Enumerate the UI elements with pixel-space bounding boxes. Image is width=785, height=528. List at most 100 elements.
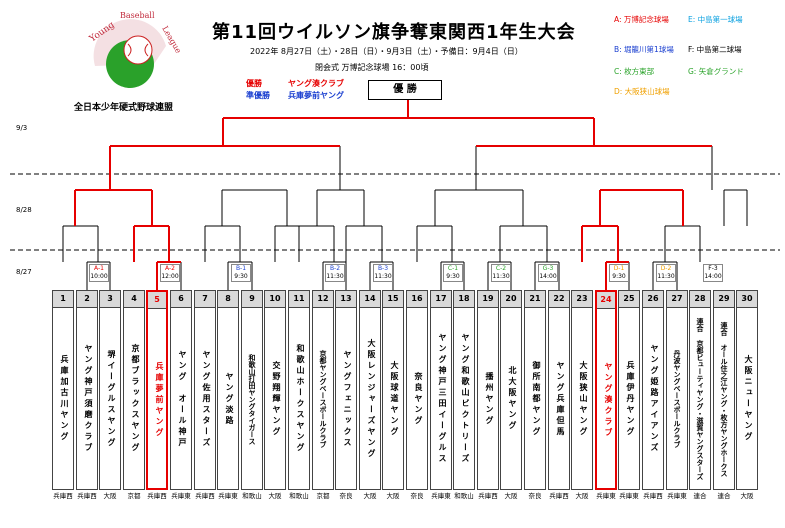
closing-ceremony: 閉会式 万博記念球場 16：00頃 [315, 63, 429, 72]
runnerup-team: 兵庫夢前ヤング [288, 91, 344, 100]
match-id: G-3 [542, 265, 554, 272]
team-name: 和歌山ホークスヤング [296, 344, 305, 454]
venue-e: E: 中島第一球場 [688, 15, 743, 24]
match-id: F-3 [708, 265, 718, 272]
team-prefecture: 奈良 [410, 492, 424, 500]
winner-team: ヤング湊クラブ [288, 79, 344, 88]
match-id: C-2 [495, 265, 507, 272]
team-prefecture: 奈良 [528, 492, 542, 500]
match-time: 9:30 [612, 273, 626, 280]
team-prefecture: 連合 [717, 492, 731, 500]
match-id: D-1 [613, 265, 625, 272]
team-name: 京都ヤングベースボールクラブ [319, 350, 327, 448]
team-prefecture: 大阪 [575, 492, 589, 500]
team-name: 兵庫伊丹ヤング [626, 360, 635, 438]
match-id: C-1 [447, 265, 459, 272]
match-time: 12:00 [161, 273, 179, 280]
team-column: 6 ヤング オール神戸 [170, 290, 192, 490]
team-number: 17 [431, 291, 451, 308]
team-number: 15 [383, 291, 403, 308]
team-number: 23 [572, 291, 592, 308]
team-prefecture: 大阪 [103, 492, 117, 500]
team-prefecture: 大阪 [386, 492, 400, 500]
champion-box: 優 勝 [368, 80, 442, 100]
match-id: B-3 [377, 265, 389, 272]
team-prefecture: 兵庫東 [218, 492, 238, 500]
team-prefecture: 和歌山 [289, 492, 309, 500]
team-prefecture: 兵庫西 [53, 492, 73, 500]
team-column: 11 和歌山ホークスヤング [288, 290, 310, 490]
match-time: 9:30 [234, 273, 248, 280]
svg-text:Baseball: Baseball [120, 11, 155, 20]
team-name: 大阪狭山ヤング [579, 360, 588, 438]
team-number: 7 [195, 291, 215, 308]
match-time: 9:30 [446, 273, 460, 280]
team-column: 23 大阪狭山ヤング [571, 290, 593, 490]
team-number: 14 [360, 291, 380, 308]
team-number: 28 [690, 291, 710, 308]
team-prefecture: 兵庫西 [643, 492, 663, 500]
team-name: 御所南都ヤング [532, 360, 541, 438]
team-number: 6 [171, 291, 191, 308]
team-number: 22 [549, 291, 569, 308]
team-name: 大阪レンジャーズヤング [367, 338, 376, 460]
match-id: A-2 [165, 265, 175, 272]
team-prefecture: 兵庫西 [549, 492, 569, 500]
match-time: 11:30 [492, 273, 510, 280]
team-prefecture: 兵庫西 [77, 492, 97, 500]
team-column: 2 ヤング神戸須磨クラブ [76, 290, 98, 490]
team-prefecture: 兵庫西 [195, 492, 215, 500]
team-column: 24 ヤング湊クラブ [595, 290, 617, 490]
team-name: ヤング オール神戸 [178, 349, 187, 449]
team-number: 11 [289, 291, 309, 308]
team-prefecture: 奈良 [339, 492, 353, 500]
org-name: 全日本少年硬式野球連盟 [74, 103, 174, 113]
match-time: 14:00 [539, 273, 557, 280]
team-prefecture: 大阪 [504, 492, 518, 500]
team-name: ヤング湊クラブ [604, 361, 613, 439]
team-name: ヤング淡路 [225, 371, 234, 427]
team-number: 30 [737, 291, 757, 308]
team-name: 播州ヤング [485, 371, 494, 427]
team-column: 15 大阪球道ヤング [382, 290, 404, 490]
team-name: ヤング姫路アイアンズ [650, 344, 659, 454]
venue-b: B: 堀籠川第1球場 [614, 45, 674, 54]
team-prefecture: 大阪 [268, 492, 282, 500]
team-name: ヤング神戸須磨クラブ [84, 344, 93, 454]
day-label-day1: 8/27 [16, 268, 32, 276]
team-number: 10 [265, 291, 285, 308]
team-number: 5 [148, 292, 166, 309]
team-number: 2 [77, 291, 97, 308]
team-name: 兵庫加古川ヤング [60, 355, 69, 443]
team-column: 17 ヤング神戸三田イーグルス [430, 290, 452, 490]
venue-f: F: 中島第二球場 [688, 45, 742, 54]
team-name: ヤング神戸三田イーグルス [438, 333, 447, 465]
team-column: 22 ヤング兵庫但馬 [548, 290, 570, 490]
venue-c: C: 枚方東部 [614, 67, 655, 76]
team-name: 大阪球道ヤング [390, 360, 399, 438]
team-name: 京都ブラックスヤング [131, 344, 140, 454]
team-number: 24 [597, 292, 615, 309]
venue-d: D: 大阪狭山球場 [614, 87, 670, 96]
match-id: B-1 [235, 265, 247, 272]
match-time: 11:30 [657, 273, 675, 280]
team-name: ヤング兵庫但馬 [556, 360, 565, 438]
team-prefecture: 兵庫東 [667, 492, 687, 500]
